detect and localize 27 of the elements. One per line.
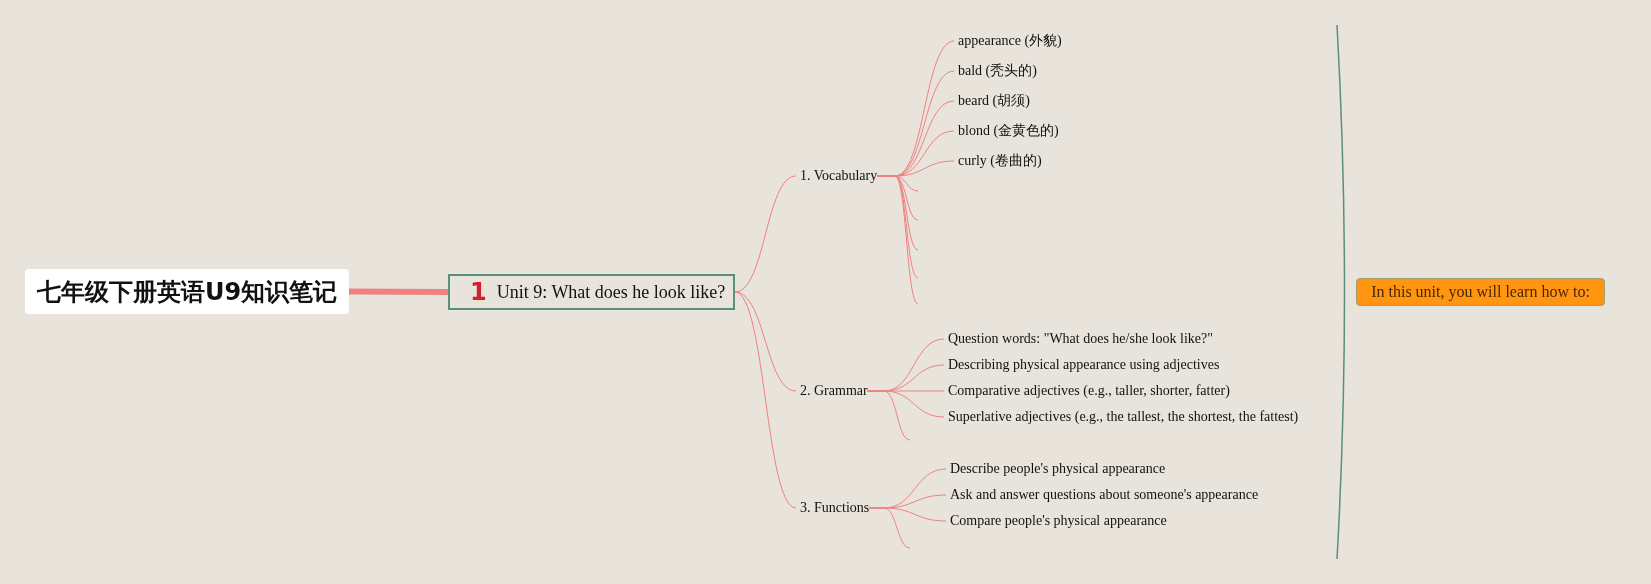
leaf-topic-label: appearance (外貌) <box>958 32 1062 50</box>
leaf-topic-label: Describing physical appearance using adjectives <box>948 356 1220 374</box>
leaf-topic-label: beard (胡须) <box>958 92 1030 110</box>
branch-line <box>734 291 797 392</box>
topic-text: Unit 9: What does he look like? <box>496 281 726 303</box>
leaf-topic-label: bald (秃头的) <box>958 62 1037 80</box>
central-topic-box: 七年级下册英语U9知识笔记 <box>25 269 349 314</box>
branch-line <box>734 175 797 293</box>
leaf-topic-label: Question words: "What does he/she look like?" <box>948 330 1213 348</box>
leaf-topic-label: Comparative adjectives (e.g., taller, shorter, fatter) <box>948 382 1230 400</box>
main-topic-box <box>448 274 735 310</box>
branch-line <box>876 175 919 305</box>
subtopic-label: 2. Grammar <box>800 382 868 400</box>
leaf-topic-label: Superlative adjectives (e.g., the tallest, the shortest, the fattest) <box>948 408 1299 426</box>
branch-line <box>867 390 911 441</box>
leaf-topic-label: Ask and answer questions about someone's appearance <box>950 486 1259 504</box>
leaf-topic-label: Describe people's physical appearance <box>950 460 1166 478</box>
branch-line <box>349 288 448 295</box>
leaf-topic-label: curly (卷曲的) <box>958 152 1042 170</box>
summary-box: In this unit, you will learn how to: <box>1356 278 1605 306</box>
subtopic-label: 1. Vocabulary <box>800 167 878 185</box>
subtopic-label: 3. Functions <box>800 499 870 517</box>
leaf-topic-label: Compare people's physical appearance <box>950 512 1167 530</box>
leaf-topic-label: blond (金黄色的) <box>958 122 1059 140</box>
priority-number: 1 <box>470 278 487 306</box>
branch-line <box>734 291 797 509</box>
branch-line <box>868 507 911 549</box>
